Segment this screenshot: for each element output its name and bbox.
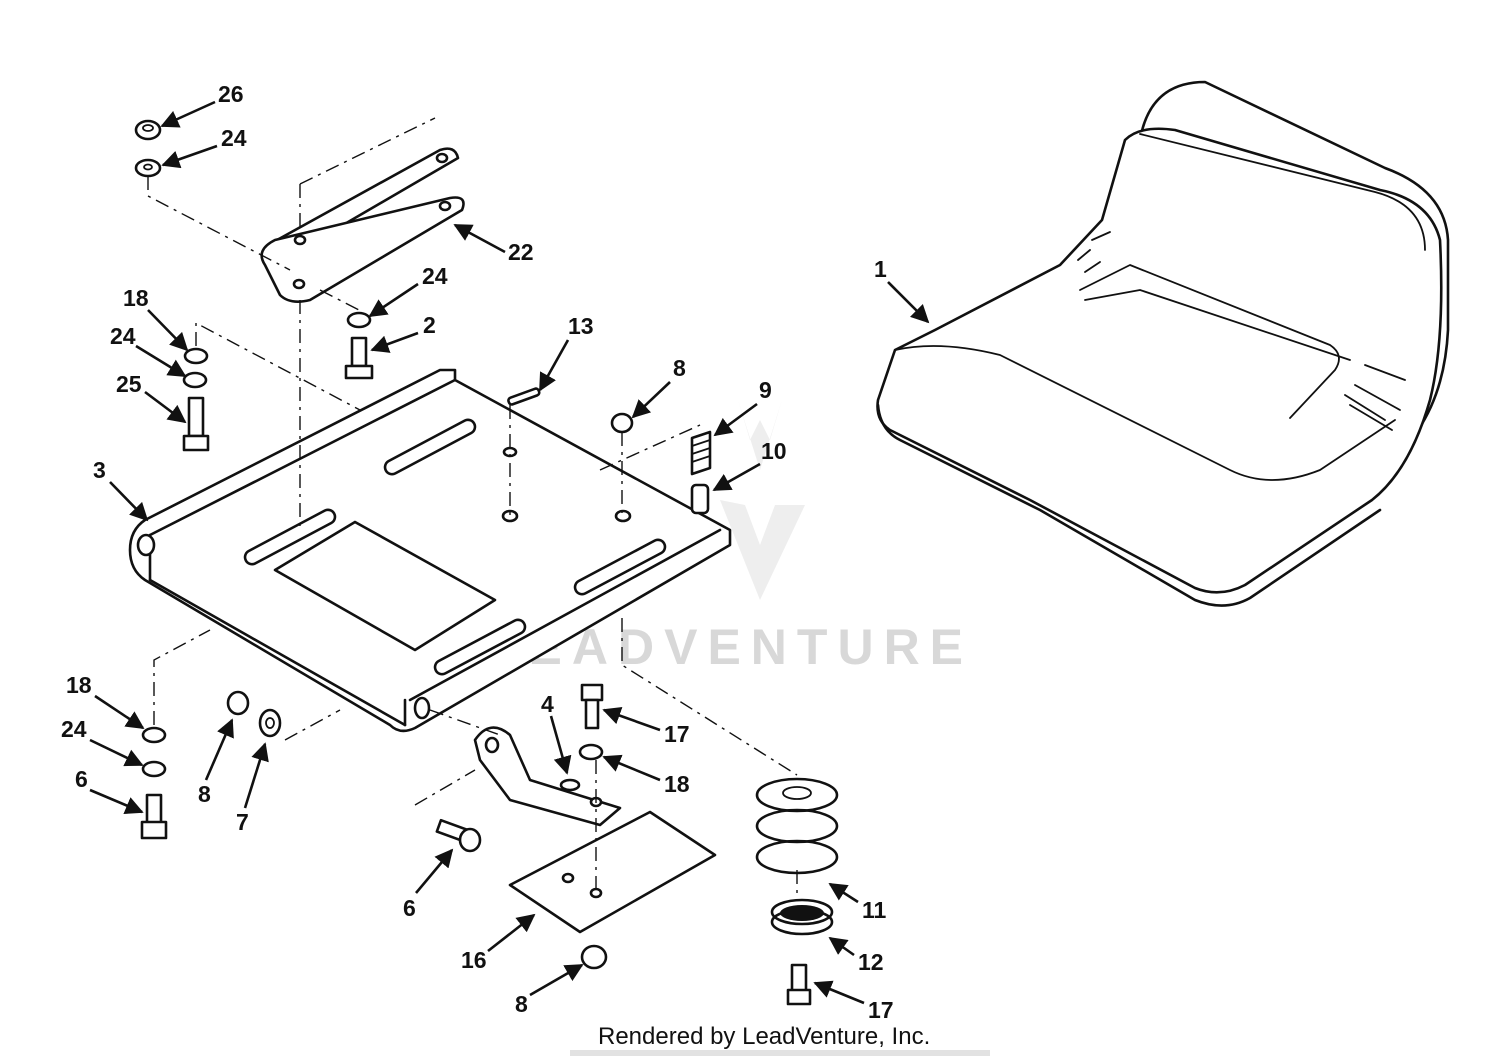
watermark-logo <box>720 400 805 600</box>
callout-6: 6 <box>75 766 88 792</box>
callout-7: 7 <box>236 809 249 835</box>
callout-17: 17 <box>664 721 690 747</box>
callout-18: 18 <box>664 771 690 797</box>
callout-3: 3 <box>93 457 106 483</box>
assembly-lines <box>147 117 798 900</box>
seat-strap <box>260 147 465 303</box>
footer-watermark-strip <box>570 1050 990 1056</box>
callout-17: 17 <box>868 997 894 1023</box>
callout-26: 25 <box>116 371 142 397</box>
callout-8: 8 <box>198 781 211 807</box>
callout-1: 1 <box>874 256 887 282</box>
bracket <box>473 726 622 827</box>
callout-8: 8 <box>673 355 686 381</box>
seat-mounting-plate <box>128 368 732 733</box>
callout-24: 24 <box>422 263 448 289</box>
callout-4: 4 <box>541 691 554 717</box>
callout-22: 22 <box>508 239 534 265</box>
callouts: 26 24 22 24 2 18 24 25 13 8 9 10 1 3 18 … <box>61 81 930 1023</box>
callout-18: 18 <box>123 285 149 311</box>
callout-2: 2 <box>423 312 436 338</box>
callout-11: 13 <box>568 313 594 339</box>
callout-12: 11 <box>862 897 887 923</box>
callout-8: 8 <box>515 991 528 1017</box>
callout-13: 12 <box>858 949 884 975</box>
callout-25: 26 <box>218 81 244 107</box>
footer-credit: Rendered by LeadVenture, Inc. <box>598 1023 930 1050</box>
callout-18: 18 <box>66 672 92 698</box>
mounting-plate-16 <box>508 810 717 934</box>
callout-10: 10 <box>761 438 787 464</box>
hardware <box>134 119 839 1006</box>
callout-24: 24 <box>61 716 87 742</box>
callout-24: 24 <box>221 125 247 151</box>
callout-9: 9 <box>759 377 772 403</box>
callout-6: 6 <box>403 895 416 921</box>
seat <box>876 80 1450 607</box>
callout-16: 16 <box>461 947 487 973</box>
callout-24: 24 <box>110 323 136 349</box>
